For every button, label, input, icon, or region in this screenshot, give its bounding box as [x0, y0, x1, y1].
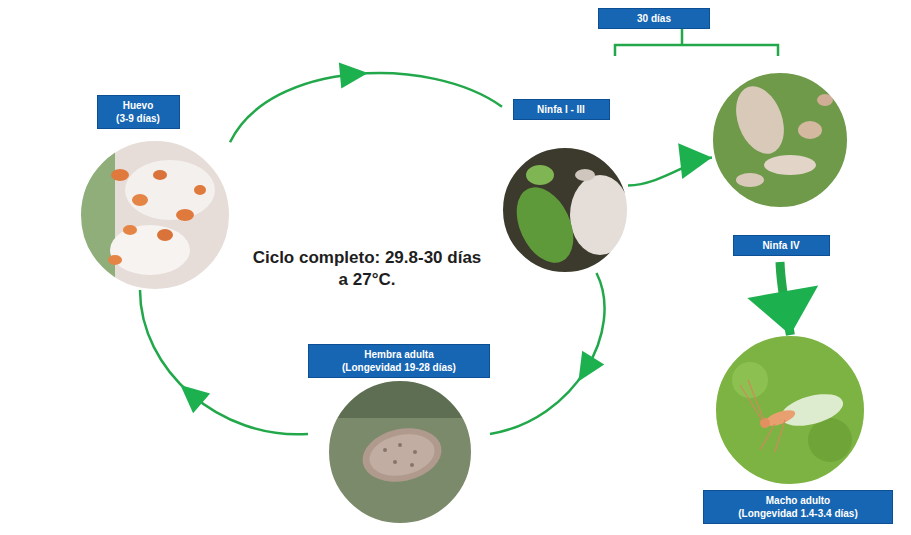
- cycle-arrow: [490, 273, 605, 434]
- male-photo: [713, 333, 868, 488]
- cycle-arrow: [140, 290, 308, 434]
- arrow-head: [180, 385, 210, 413]
- arrow-line: [230, 73, 502, 142]
- nymph-photo: [500, 145, 630, 275]
- arrow-head: [339, 63, 368, 89]
- stage-node: 30 días: [598, 8, 710, 29]
- stage-duration: (Longevidad 1.4-3.4 días): [711, 507, 885, 520]
- arrow-head: [578, 351, 604, 382]
- arrow-line: [490, 273, 605, 434]
- nymph-iv-photo: [710, 70, 850, 210]
- stage-name: Ninfa IV: [741, 239, 822, 252]
- stage-name: Macho adulto: [711, 494, 885, 507]
- egg-photo: [75, 135, 235, 295]
- label-box: Hembra adulta(Longevidad 19-28 días): [308, 344, 490, 378]
- arrow-head: [678, 143, 712, 179]
- label-box: 30 días: [598, 8, 710, 29]
- stage-duration: (Longevidad 19-28 días): [316, 361, 482, 374]
- stage-name: Huevo: [105, 99, 172, 112]
- stage-name: Ninfa I - III: [521, 103, 602, 116]
- label-box: Huevo(3-9 días): [97, 95, 180, 129]
- cycle-arrow: [628, 143, 712, 185]
- label-box: Ninfa I - III: [513, 99, 610, 120]
- stage-node: Ninfa IV: [712, 72, 848, 262]
- arrow-head: [747, 285, 818, 335]
- stage-name: Hembra adulta: [316, 348, 482, 361]
- stage-node: Huevo(3-9 días): [80, 93, 230, 290]
- female-photo: [326, 378, 474, 526]
- stage-duration: (3-9 días): [105, 112, 172, 125]
- stage-name: 30 días: [606, 12, 702, 25]
- cycle-arrow: [230, 63, 502, 143]
- stage-node: Hembra adulta(Longevidad 19-28 días): [308, 342, 490, 526]
- stage-node: Macho adulto(Longevidad 1.4-3.4 días): [703, 335, 893, 525]
- cycle-note: Ciclo completo: 29.8-30 días a 27°C.: [247, 247, 487, 291]
- arrow-line: [140, 290, 308, 434]
- label-box: Ninfa IV: [733, 235, 830, 256]
- cycle-arrow: [747, 262, 818, 335]
- bracket: [615, 29, 778, 56]
- label-box: Macho adulto(Longevidad 1.4-3.4 días): [703, 490, 893, 524]
- stage-node: Ninfa I - III: [502, 98, 628, 273]
